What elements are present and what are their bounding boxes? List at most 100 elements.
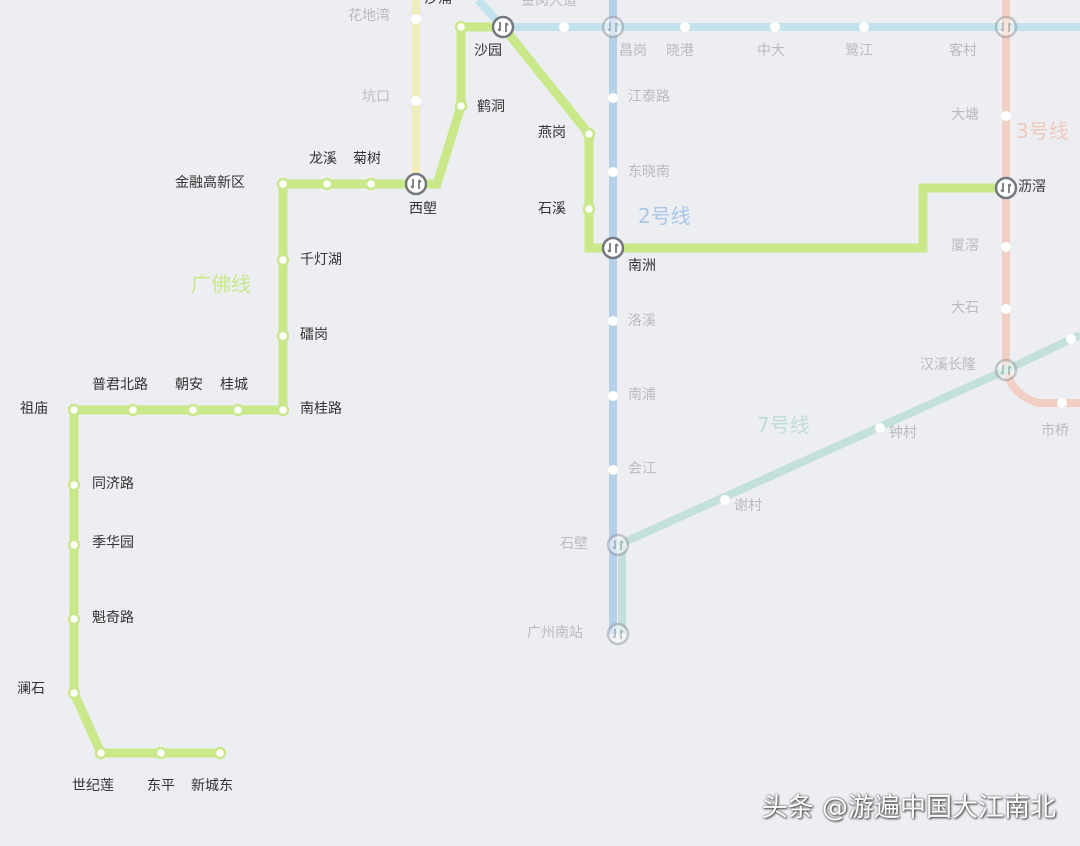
station-label: 鹭江 — [845, 43, 873, 59]
interchange-icons — [404, 15, 1018, 646]
station-dot — [875, 423, 885, 433]
line-name-guangfo: 广佛线 — [191, 272, 251, 296]
station-label: 新城东 — [191, 778, 233, 794]
station-dot — [94, 746, 108, 760]
station-label: 鹤洞 — [477, 99, 505, 115]
station-label: 桂城 — [220, 377, 248, 393]
station-label: 礌岗 — [300, 327, 328, 343]
station-dot — [608, 465, 618, 475]
station-dot — [582, 127, 596, 141]
station-label: 花地湾 — [348, 7, 390, 24]
station-label: 南浦 — [628, 387, 656, 403]
station-label: 客村 — [949, 42, 977, 59]
station-label: 普君北路 — [92, 377, 148, 393]
station-dot — [1001, 304, 1011, 314]
station-label: 季华园 — [92, 535, 134, 551]
interchange-icon — [994, 358, 1018, 382]
station-dot — [364, 177, 378, 191]
station-label: 千灯湖 — [300, 252, 342, 268]
station-dot — [67, 612, 81, 626]
station-dot — [559, 22, 569, 32]
station-label: 澜石 — [17, 681, 45, 697]
station-dot — [67, 686, 81, 700]
station-label: 石溪 — [538, 201, 566, 217]
faded-stations — [411, 14, 1076, 505]
station-label: 同济路 — [92, 476, 134, 492]
station-label: 坑口 — [362, 89, 390, 105]
station-dot — [186, 403, 200, 417]
interchange-icon — [601, 236, 625, 260]
line-name-2: 2号线 — [638, 204, 691, 228]
station-label: 祖庙 — [20, 401, 48, 417]
line-name-3: 3号线 — [1016, 119, 1069, 143]
station-dot — [1066, 334, 1076, 344]
station-dot — [67, 403, 81, 417]
station-label: 石壁 — [560, 536, 588, 552]
station-dot — [126, 403, 140, 417]
guangfo-labels: 沙涌 沙园 鹤洞 燕岗 石溪 南洲 沥滘 西塱 龙溪 菊树 金融高新区 千灯湖 … — [17, 0, 1046, 794]
station-dot — [1001, 242, 1011, 252]
interchange-icon — [994, 176, 1018, 200]
interchange-icon — [404, 172, 428, 196]
station-dot — [454, 99, 468, 113]
interchange-icon — [606, 622, 630, 646]
station-label: 汉溪长隆 — [920, 357, 976, 373]
station-dot — [411, 96, 421, 106]
station-dot — [680, 22, 690, 32]
station-label: 金融高新区 — [175, 174, 245, 191]
station-label: 厦滘 — [951, 238, 979, 254]
station-label: 会江 — [628, 461, 656, 477]
station-dot — [1001, 111, 1011, 121]
station-dot — [608, 93, 618, 103]
line-7 — [616, 331, 1080, 634]
station-dot — [608, 391, 618, 401]
interchange-icon — [601, 15, 625, 39]
station-dot — [454, 20, 468, 34]
station-label: 沥滘 — [1018, 179, 1046, 195]
station-dot — [276, 403, 290, 417]
station-label: 广州南站 — [527, 625, 583, 641]
station-label: 大塘 — [951, 107, 979, 123]
station-label: 江泰路 — [628, 89, 670, 105]
station-dot — [67, 538, 81, 552]
station-label: 大石 — [951, 300, 979, 316]
station-label: 市桥 — [1041, 422, 1069, 439]
station-label: 昌岗 — [619, 43, 647, 59]
station-label: 燕岗 — [538, 125, 566, 141]
station-label: 钟村 — [889, 424, 917, 441]
station-dot — [231, 403, 245, 417]
station-dot — [859, 22, 869, 32]
watermark-text: 头条 @游遍中国大江南北 — [761, 793, 1056, 823]
station-label: 东平 — [147, 778, 175, 794]
station-label: 中大 — [757, 43, 785, 59]
station-label: 洛溪 — [628, 313, 656, 329]
station-dot — [411, 14, 421, 24]
station-label: 东晓南 — [628, 164, 670, 180]
station-dot — [320, 177, 334, 191]
station-dot — [213, 746, 227, 760]
interchange-icon — [994, 15, 1018, 39]
interchange-icon — [491, 15, 515, 39]
station-dot — [720, 495, 730, 505]
station-label: 晓港 — [666, 43, 694, 59]
line-name-7: 7号线 — [757, 413, 810, 437]
station-label: 沙园 — [474, 43, 502, 59]
guangfo-stations — [67, 20, 596, 760]
station-label: 南桂路 — [300, 401, 342, 417]
station-dot — [582, 202, 596, 216]
station-label: 朝安 — [175, 377, 203, 393]
station-dot — [276, 253, 290, 267]
station-dot — [154, 746, 168, 760]
interchange-icon — [606, 533, 630, 557]
station-dot — [276, 329, 290, 343]
station-label: 谢村 — [734, 498, 762, 514]
station-label: 金岗大道 — [521, 0, 577, 9]
station-dot — [608, 167, 618, 177]
station-label: 世纪莲 — [72, 778, 114, 794]
station-dot — [67, 478, 81, 492]
station-dot — [276, 177, 290, 191]
station-dot — [770, 22, 780, 32]
station-label: 南洲 — [628, 258, 656, 274]
station-dot — [608, 316, 618, 326]
